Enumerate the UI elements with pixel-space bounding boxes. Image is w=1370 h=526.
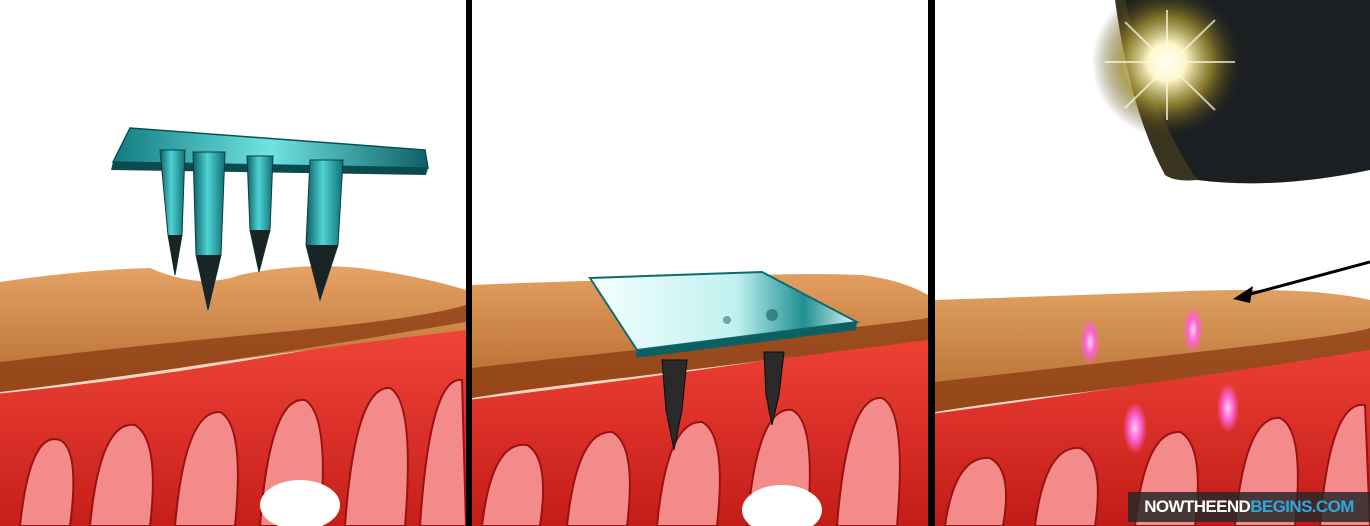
panel-patch-inserted [472,0,928,526]
watermark-text-part1: NOWTHEEND [1144,497,1250,517]
panel-3-art [935,0,1370,526]
panel-1-art [0,0,466,526]
watermark-text-part2: BEGINS.COM [1250,497,1354,517]
panel-2-art [472,0,928,526]
scanner-device [1092,0,1370,183]
panel-patch-above-skin [0,0,466,526]
panel-divider-2 [928,0,935,526]
